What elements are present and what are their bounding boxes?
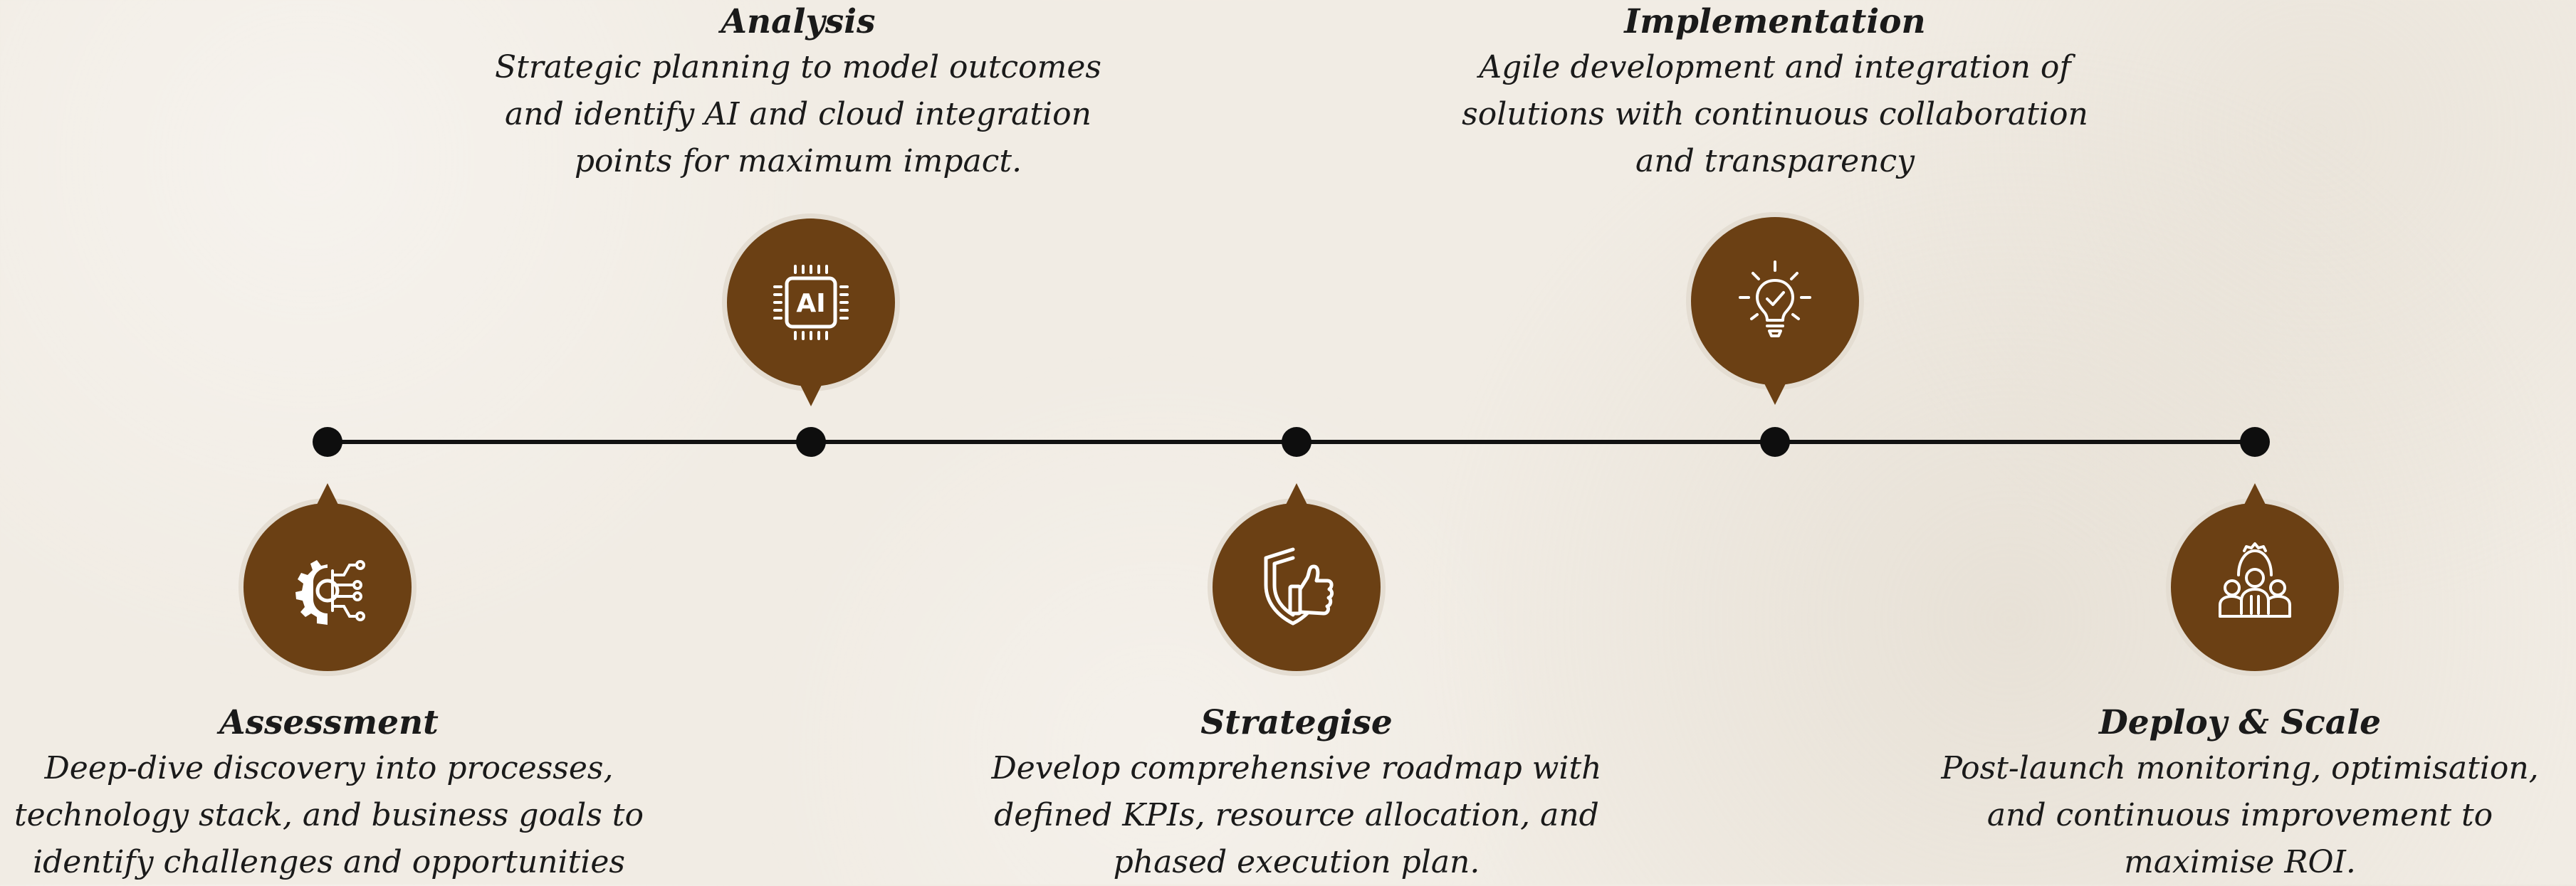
step-description-line: and identify AI and cloud integration — [505, 96, 1091, 132]
step-description-line: Agile development and integration of — [1479, 49, 2071, 85]
step-title: Implementation — [1624, 2, 1926, 41]
step-description-line: defined KPIs, resource allocation, and — [994, 797, 1599, 833]
step-description-line: Develop comprehensive roadmap with — [991, 750, 1602, 786]
marker-pointer — [1763, 381, 1787, 405]
step-marker-assessment — [244, 483, 412, 671]
gear-circuit-icon — [295, 557, 365, 625]
marker-pointer — [315, 483, 340, 507]
step-strategise-text: Strategise Develop comprehensive roadmap… — [941, 701, 1653, 886]
step-marker-strategise — [1213, 483, 1381, 671]
step-marker-deploy-scale — [2171, 483, 2339, 671]
ai-chip-icon: AI — [773, 265, 849, 340]
timeline-dot-deploy-scale — [2240, 427, 2270, 457]
marker-pointer — [2243, 483, 2267, 507]
step-title: Deploy & Scale — [2099, 703, 2381, 742]
step-description-line: and transparency — [1635, 143, 1915, 179]
step-analysis-text: Analysis Strategic planning to model out… — [442, 0, 1154, 185]
step-assessment-text: Assessment Deep-dive discovery into proc… — [0, 701, 685, 886]
step-marker-analysis: AI — [727, 218, 895, 406]
timeline-dot-assessment — [313, 427, 342, 457]
step-description-line: maximise ROI. — [2124, 844, 2356, 880]
step-marker-implementation — [1691, 217, 1859, 405]
step-description-line: Post-launch monitoring, optimisation, — [1941, 750, 2539, 786]
timeline-dot-implementation — [1760, 427, 1790, 457]
step-title: Analysis — [721, 2, 876, 41]
marker-pointer — [799, 382, 823, 406]
step-deploy-scale-text: Deploy & Scale Post-launch monitoring, o… — [1884, 701, 2576, 886]
step-description-line: identify challenges and opportunities — [33, 844, 625, 880]
step-description-line: Deep-dive discovery into processes, — [44, 750, 614, 786]
timeline-dot-strategise — [1282, 427, 1311, 457]
step-implementation-text: Implementation Agile development and int… — [1419, 0, 2131, 185]
timeline-dot-analysis — [796, 427, 826, 457]
step-title: Assessment — [219, 703, 439, 742]
ai-chip-label: AI — [796, 289, 825, 318]
step-title: Strategise — [1200, 703, 1393, 742]
shield-thumbs-up-icon — [1264, 547, 1334, 626]
step-description-line: phased execution plan. — [1113, 844, 1480, 880]
step-description-line: Strategic planning to model outcomes — [494, 49, 1101, 85]
step-description-line: solutions with continuous collaboration — [1462, 96, 2088, 132]
step-description-line: and continuous improvement to — [1986, 797, 2493, 833]
marker-pointer — [1284, 483, 1309, 507]
step-description-line: points for maximum impact. — [574, 143, 1022, 179]
step-description-line: technology stack, and business goals to — [14, 797, 644, 833]
team-gear-icon — [2219, 542, 2291, 618]
lightbulb-check-icon — [1739, 260, 1811, 337]
